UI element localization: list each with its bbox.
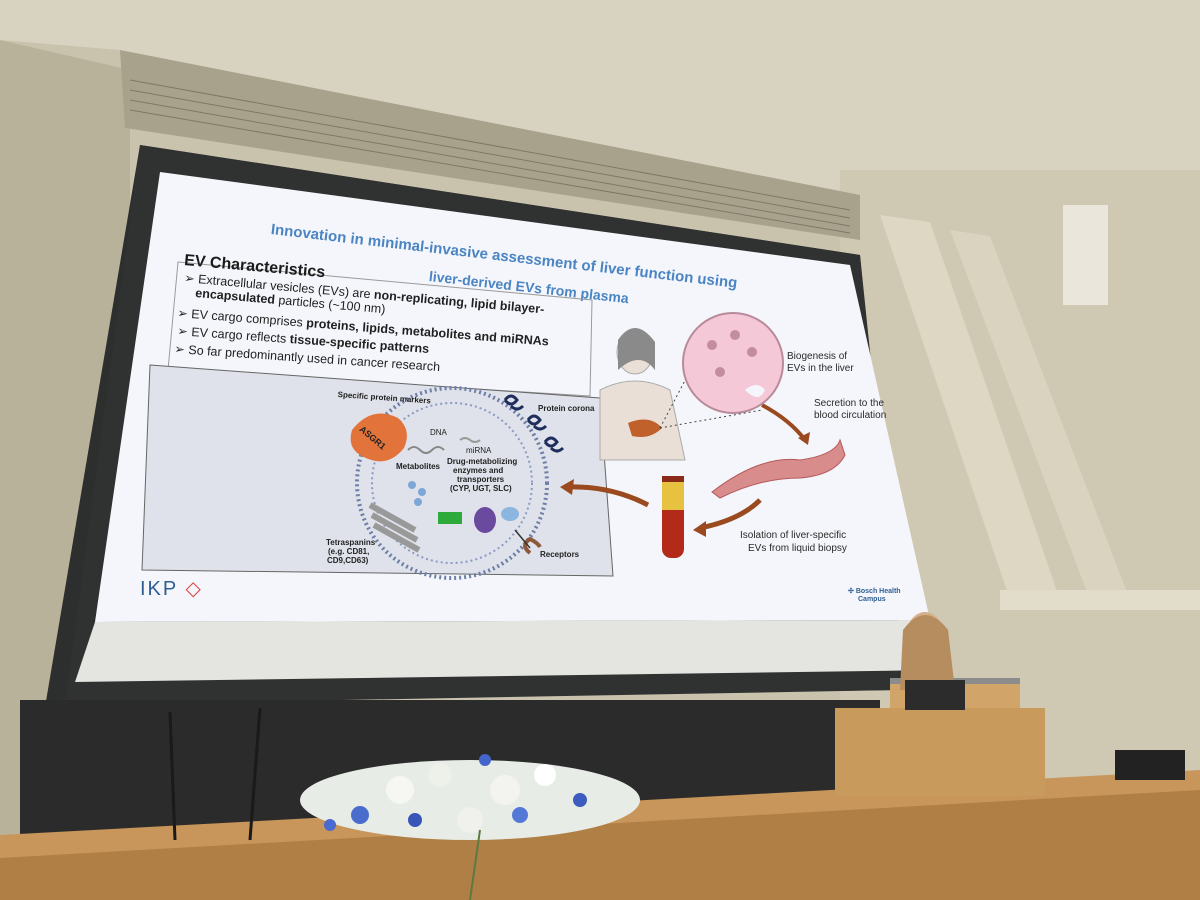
loudspeaker [1063,205,1108,305]
podium [835,708,1045,796]
flower-arrangement [300,754,640,900]
